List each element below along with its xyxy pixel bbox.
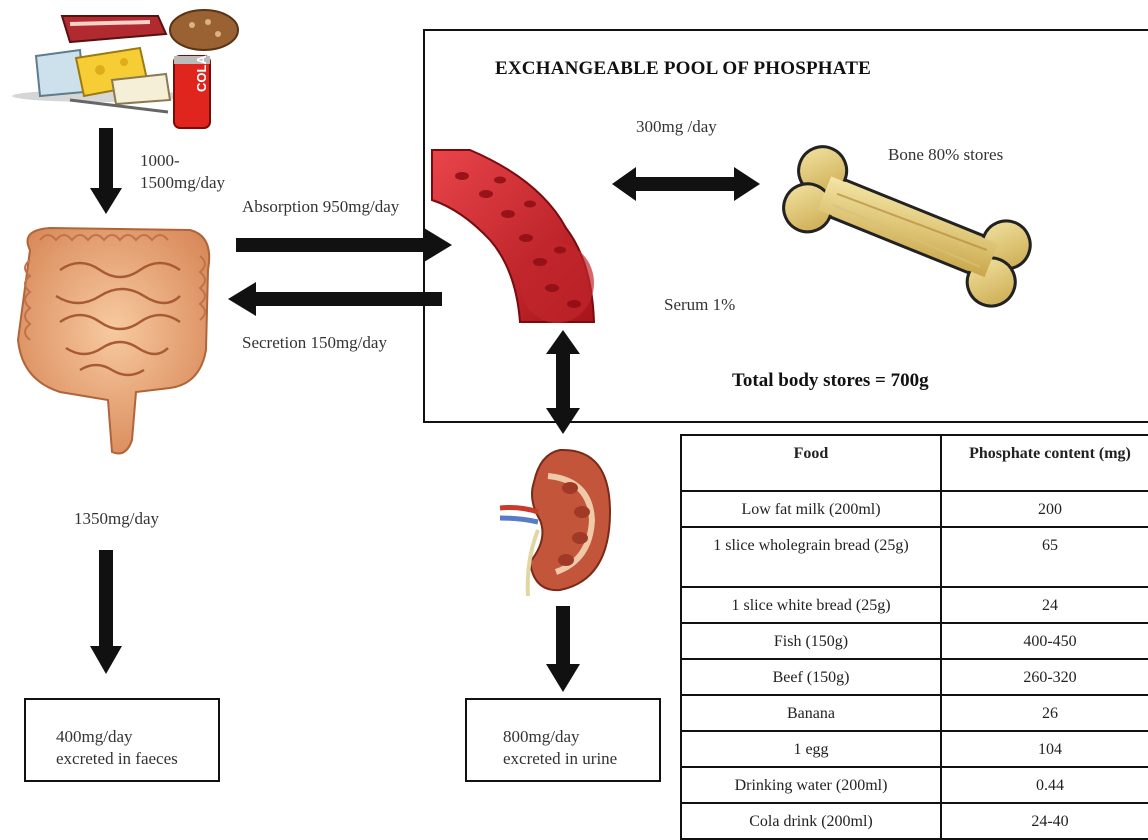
column-header-phosphate: Phosphate content (mg) — [941, 435, 1148, 491]
food-illustration: COLA — [12, 10, 238, 128]
food-cell: 1 slice white bread (25g) — [681, 587, 941, 623]
bone-stores-label: Bone 80% stores — [888, 144, 1003, 166]
exchange-rate-label: 300mg /day — [636, 116, 717, 138]
food-cell: Drinking water (200ml) — [681, 767, 941, 803]
phosphate-cell: 0.44 — [941, 767, 1148, 803]
intake-arrow — [90, 128, 122, 214]
intake-label-line1: 1000- — [140, 150, 180, 172]
kidney-illustration — [500, 450, 610, 596]
table-row: 1 egg 104 — [681, 731, 1148, 767]
total-body-stores: Total body stores = 700g — [732, 370, 929, 392]
faeces-output-box: 400mg/day excreted in faeces — [24, 698, 220, 782]
urine-description: excreted in urine — [503, 748, 617, 770]
table-row: 1 slice wholegrain bread (25g) 65 — [681, 527, 1148, 587]
food-cell: 1 egg — [681, 731, 941, 767]
table-row: Low fat milk (200ml) 200 — [681, 491, 1148, 527]
urine-output-box: 800mg/day excreted in urine — [465, 698, 661, 782]
phosphate-cell: 200 — [941, 491, 1148, 527]
table-row: Cola drink (200ml) 24-40 — [681, 803, 1148, 839]
phosphate-cell: 24-40 — [941, 803, 1148, 839]
faeces-amount: 400mg/day — [56, 726, 133, 748]
secretion-arrow — [228, 282, 442, 316]
food-cell: Low fat milk (200ml) — [681, 491, 941, 527]
intake-label-line2: 1500mg/day — [140, 172, 225, 194]
table-row: Banana 26 — [681, 695, 1148, 731]
cola-label: COLA — [194, 55, 209, 92]
food-cell: Banana — [681, 695, 941, 731]
phosphate-cell: 400-450 — [941, 623, 1148, 659]
urine-arrow — [546, 606, 580, 692]
phosphate-cell: 260-320 — [941, 659, 1148, 695]
phosphate-cell: 65 — [941, 527, 1148, 587]
pool-title: EXCHANGEABLE POOL OF PHOSPHATE — [495, 58, 871, 80]
food-cell: Beef (150g) — [681, 659, 941, 695]
table-row: Beef (150g) 260-320 — [681, 659, 1148, 695]
faecal-flow-label: 1350mg/day — [74, 508, 159, 530]
faeces-description: excreted in faeces — [56, 748, 178, 770]
bread-icon — [170, 10, 238, 50]
table-row: Fish (150g) 400-450 — [681, 623, 1148, 659]
table-row: Drinking water (200ml) 0.44 — [681, 767, 1148, 803]
phosphate-cell: 26 — [941, 695, 1148, 731]
urine-amount: 800mg/day — [503, 726, 580, 748]
food-cell: Cola drink (200ml) — [681, 803, 941, 839]
faeces-arrow — [90, 550, 122, 674]
absorption-arrow — [236, 228, 452, 262]
steak-icon — [62, 16, 166, 42]
exchangeable-pool-box — [423, 29, 1148, 423]
serum-label: Serum 1% — [664, 294, 735, 316]
cola-can-icon: COLA — [174, 55, 210, 128]
phosphate-cell: 104 — [941, 731, 1148, 767]
table-header-row: Food Phosphate content (mg) — [681, 435, 1148, 491]
intestine-illustration — [18, 228, 209, 454]
food-cell: Fish (150g) — [681, 623, 941, 659]
phosphate-cell: 24 — [941, 587, 1148, 623]
food-phosphate-table: Food Phosphate content (mg) Low fat milk… — [680, 434, 1148, 840]
secretion-label: Secretion 150mg/day — [242, 332, 387, 354]
table-row: 1 slice white bread (25g) 24 — [681, 587, 1148, 623]
absorption-label: Absorption 950mg/day — [242, 196, 399, 218]
column-header-food: Food — [681, 435, 941, 491]
food-cell: 1 slice wholegrain bread (25g) — [681, 527, 941, 587]
